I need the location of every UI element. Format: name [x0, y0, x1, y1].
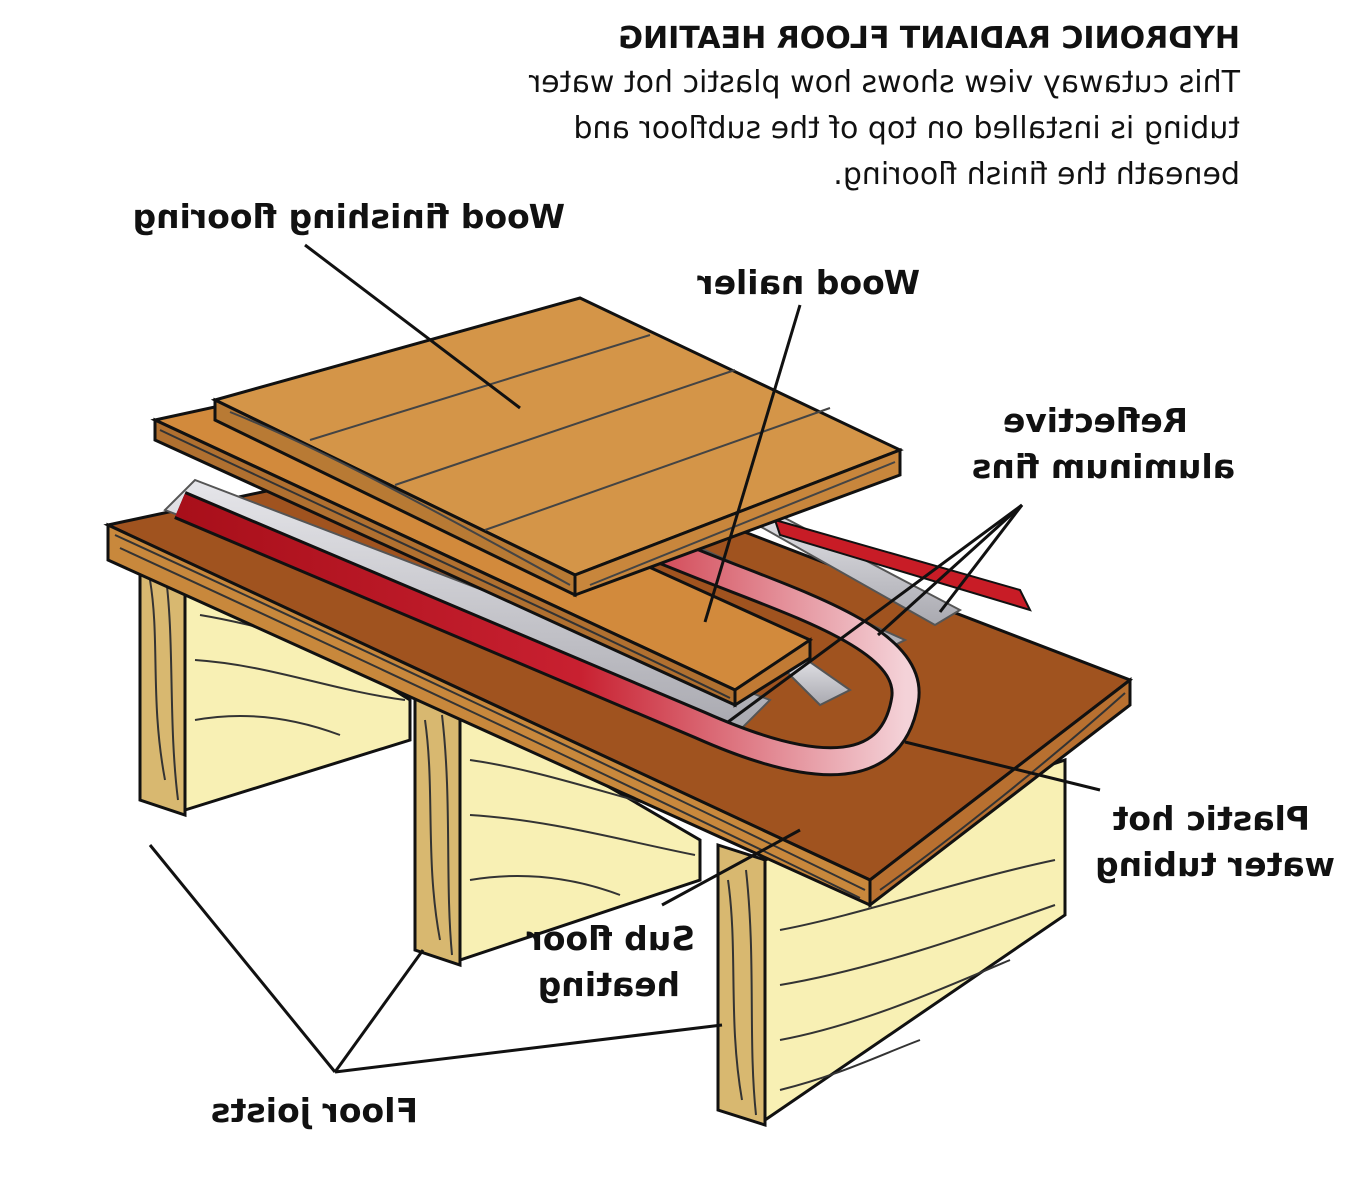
leader-joist-2 — [333, 949, 425, 1073]
description-line-2: tubing is installed on top of the subflo… — [573, 111, 1240, 146]
leader-fin-1 — [727, 503, 1023, 724]
label-wood-finishing-flooring: Wood finishing flooring — [133, 197, 566, 236]
floor-joist-middle — [413, 688, 702, 968]
label-subfloor-line-2: heating — [538, 965, 680, 1004]
label-wood-nailer: Wood nailer — [697, 263, 920, 302]
label-reflective-line-2: aluminum fins — [972, 447, 1235, 486]
label-floor-joists: Floor joists — [211, 1091, 418, 1130]
label-tubing-line-2: water tubing — [1095, 845, 1335, 884]
label-subfloor-line-1: Sub floor — [526, 919, 695, 958]
diagram-title: HYDRONIC RADIANT FLOOR HEATING — [618, 21, 1240, 56]
leader-fin-2 — [876, 503, 1024, 637]
label-reflective-line-1: Reflective — [1003, 401, 1188, 440]
floor-joists — [138, 542, 1067, 1128]
leader-joist-3 — [334, 1023, 723, 1074]
leader-lines — [148, 243, 1101, 1074]
plastic-tubing — [174, 491, 1032, 777]
wood-finishing-flooring — [210, 296, 904, 598]
description-line-3: beneath the finish flooring. — [833, 157, 1240, 192]
description-line-1: This cutaway view shows how plastic hot … — [528, 65, 1241, 100]
floor-joist-left — [138, 542, 412, 818]
leader-fin-3 — [938, 504, 1024, 613]
leader-tubing — [904, 740, 1101, 792]
leader-joist-1 — [148, 844, 337, 1073]
leader-finish-flooring — [304, 243, 521, 410]
text-layer: HYDRONIC RADIANT FLOOR HEATING This cuta… — [133, 21, 1336, 1130]
label-tubing-line-1: Plastic hot — [1112, 799, 1310, 838]
leader-subfloor — [661, 828, 801, 907]
leader-wood-nailer — [703, 304, 802, 623]
